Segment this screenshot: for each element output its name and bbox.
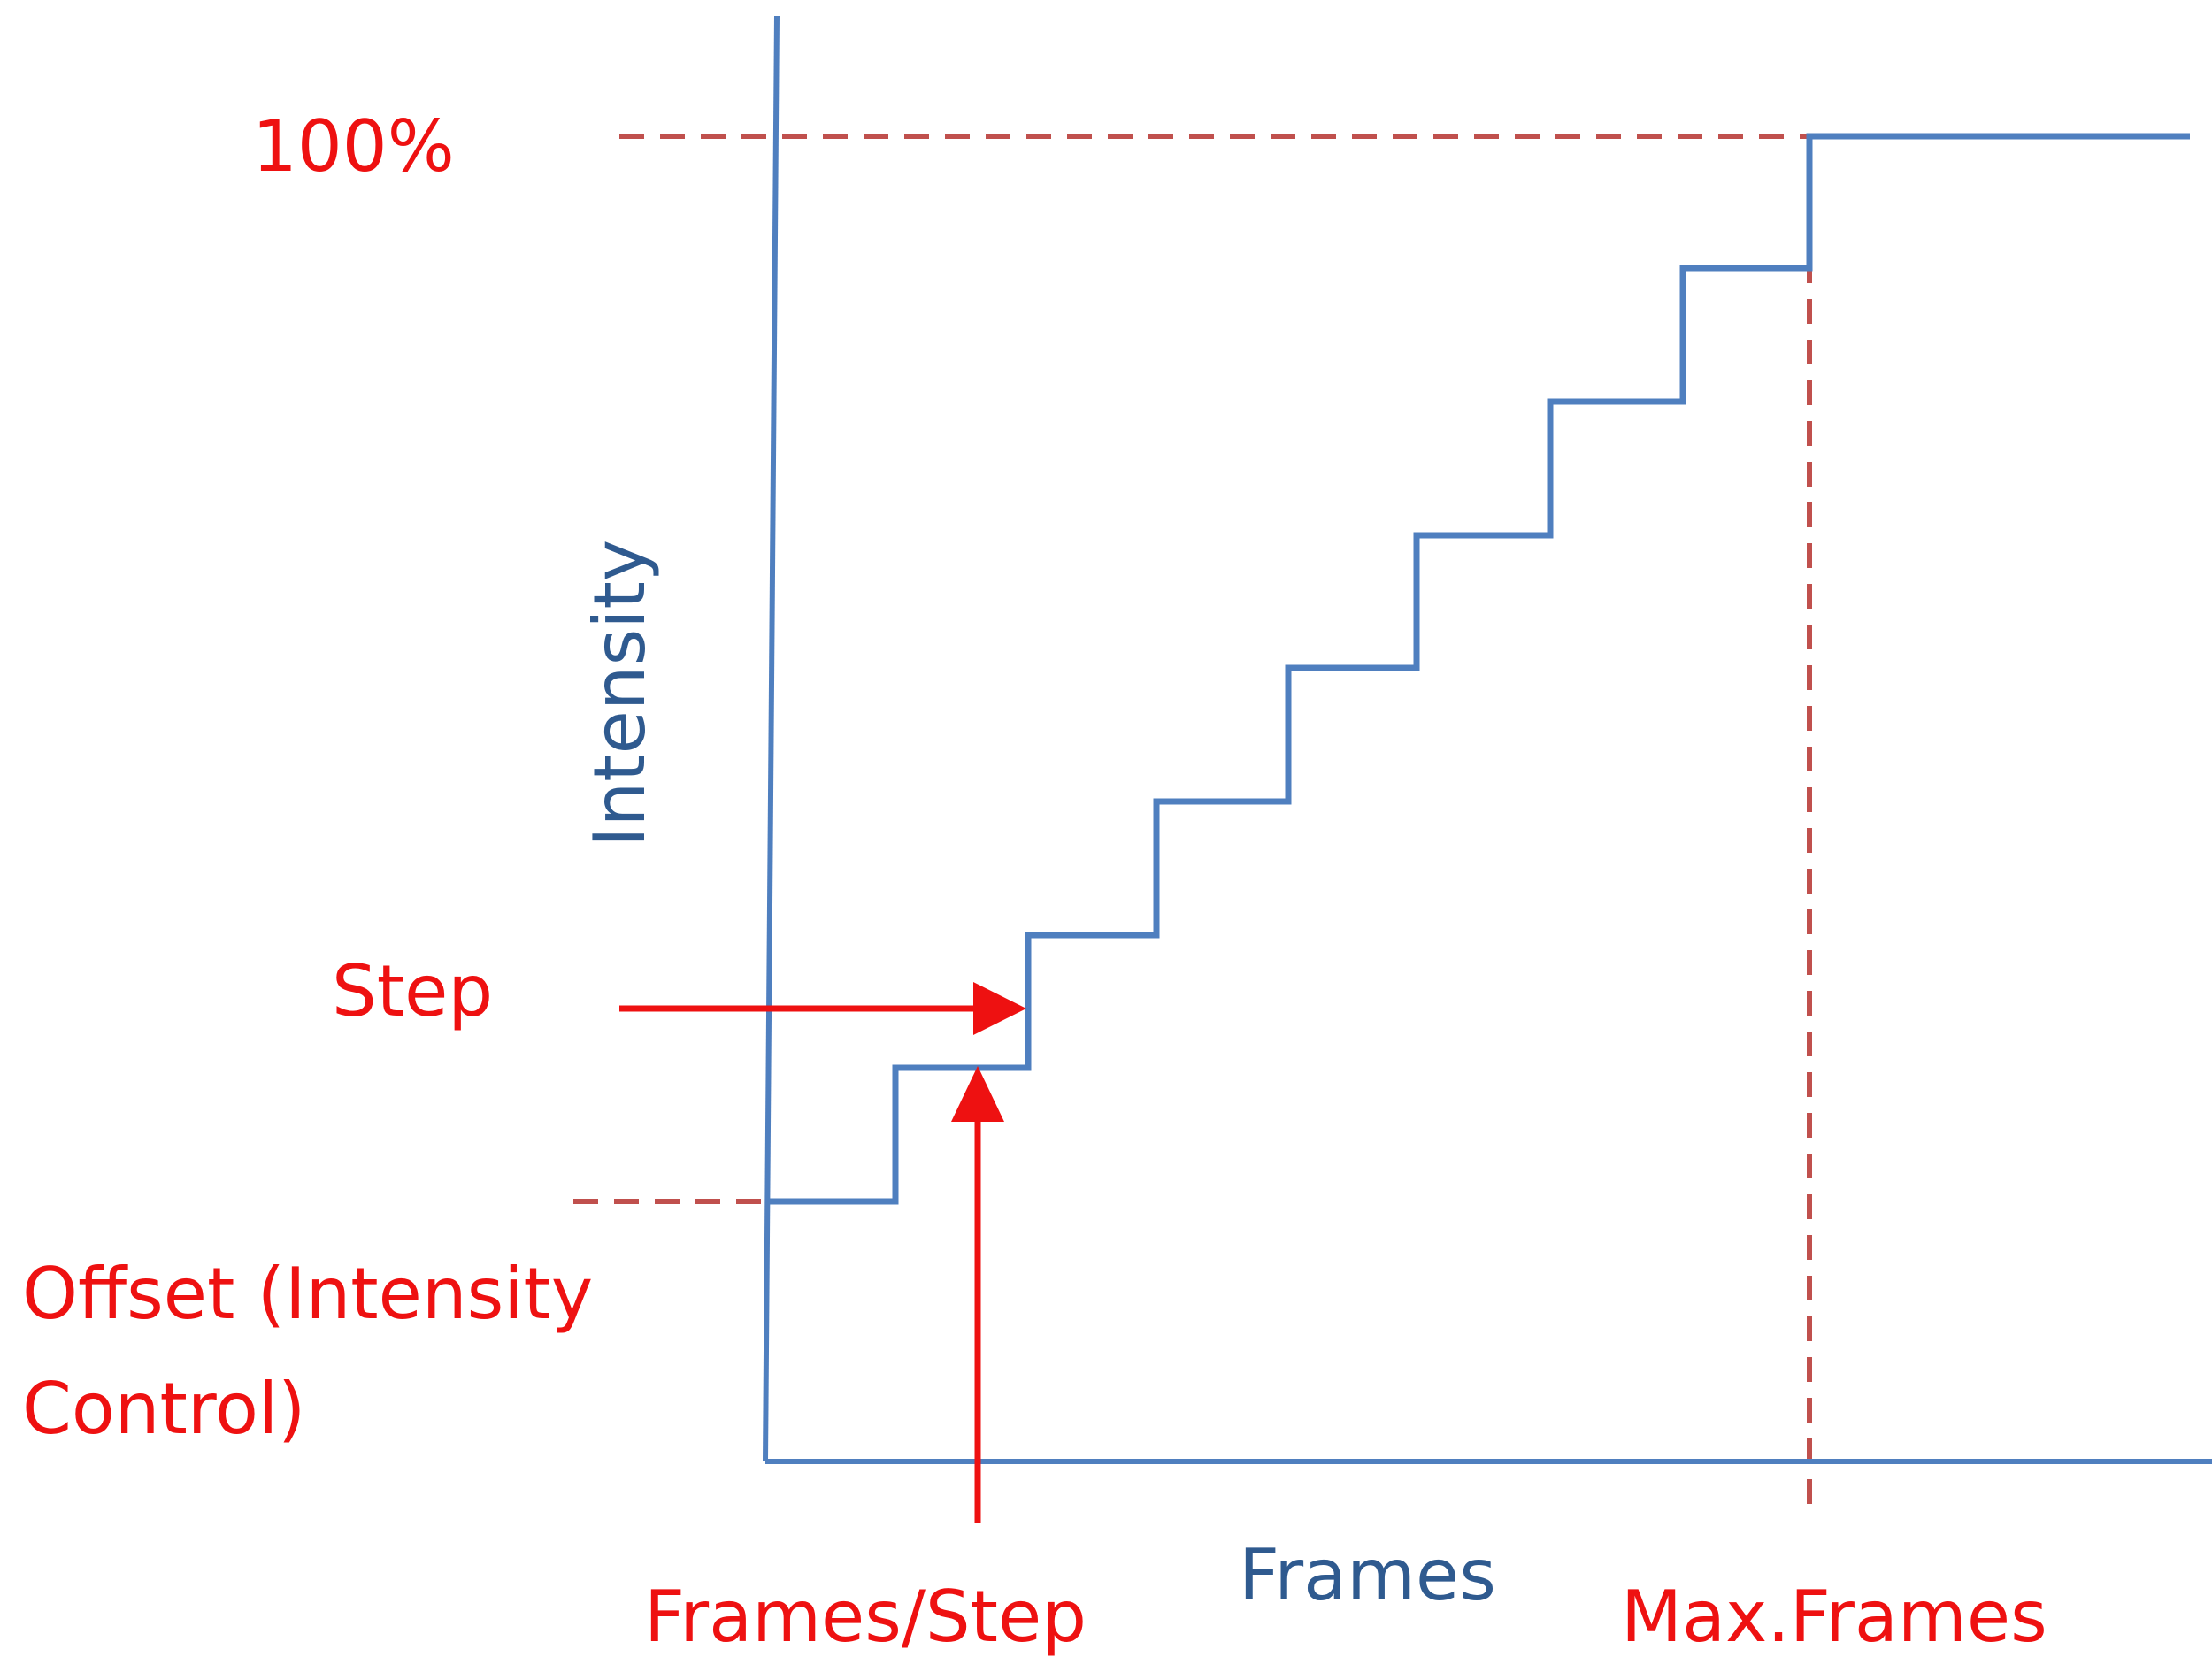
staircase-curve [768,133,2190,1205]
x-axis-label: Frames [1239,1534,1496,1616]
frames-per-step-arrowhead [951,1066,1004,1122]
offset-label-line1: Offset (Intensity [22,1253,593,1335]
offset-label-line2: Control) [22,1368,305,1450]
step-arrowhead [973,982,1026,1035]
hundred-percent-label: 100% [252,105,455,188]
y-axis [763,15,780,1462]
frames-per-step-label: Frames/Step [644,1576,1087,1658]
y-axis-label: Intensity [579,540,661,848]
max-frames-label: Max.Frames [1621,1576,2047,1658]
step-label: Step [332,950,493,1032]
